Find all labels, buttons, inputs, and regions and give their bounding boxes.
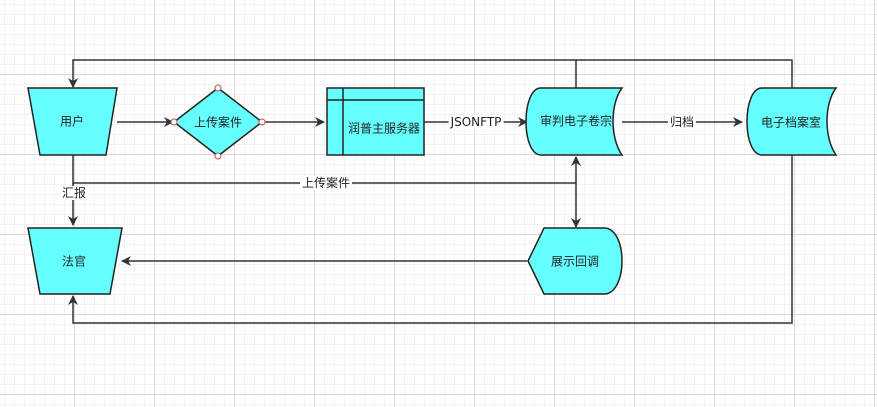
port-top	[214, 84, 222, 92]
port-bottom	[214, 152, 222, 160]
user-node-shape[interactable]	[27, 87, 118, 156]
display-node-label: 展示回调	[550, 254, 600, 269]
edge-archive-judge	[68, 155, 793, 324]
edge-ecase-to-user-top	[68, 59, 577, 88]
decision-ports	[170, 84, 266, 160]
edge-label-report: 汇报	[59, 186, 89, 200]
archive-storage-shape[interactable]	[746, 87, 838, 156]
edge-archive-top-loop	[576, 59, 793, 88]
edge-label-archive: 归档	[667, 115, 697, 129]
port-left	[170, 118, 178, 126]
display-node-shape[interactable]	[527, 227, 623, 295]
port-right	[258, 118, 266, 126]
user-node-label: 用户	[59, 114, 85, 129]
server-process-shape[interactable]	[326, 87, 425, 156]
archive-node-label: 电子档案室	[760, 115, 822, 130]
shapes	[27, 87, 838, 295]
connectors	[68, 59, 793, 324]
upload-node-label: 上传案件	[193, 115, 243, 130]
judge-node-shape[interactable]	[27, 227, 123, 295]
server-node-label: 润普主服务器	[347, 121, 421, 136]
edge-label-jsonftp: JSONFTP	[448, 115, 504, 129]
judge-node-label: 法官	[61, 254, 87, 269]
edge-label-upload-case: 上传案件	[299, 176, 353, 190]
ecase-storage-shape[interactable]	[525, 87, 624, 156]
ecase-node-label: 审判电子卷宗	[539, 114, 612, 128]
